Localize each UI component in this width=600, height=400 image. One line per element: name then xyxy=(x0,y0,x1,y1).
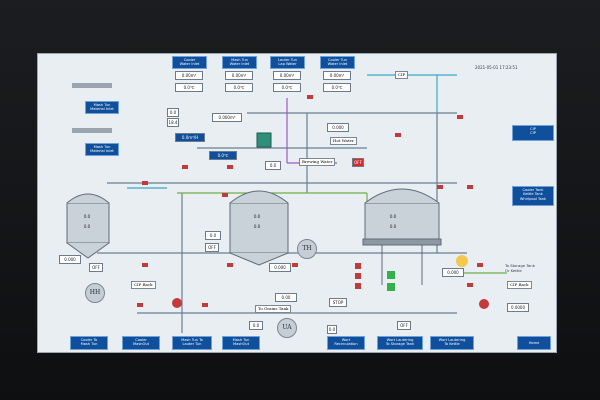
mash-tun-mashout-button[interactable]: Mash Tun MashOut xyxy=(222,336,260,350)
brewing-water-label: Brewing Water xyxy=(299,158,336,166)
storage-text: To Storage Tank Or Kettle xyxy=(505,263,535,273)
cooler-tun-water-temp: 0.0℃ xyxy=(323,83,351,92)
hot-water-label: Hot Water xyxy=(330,137,357,145)
pumps xyxy=(172,298,489,309)
timestamp: 2021-05-01 17:23:51 xyxy=(475,65,518,70)
hh-indicator: HH xyxy=(85,283,105,303)
lauter-tank-v1: 0.0 xyxy=(253,214,261,219)
process-diagram xyxy=(66,74,507,333)
kettle-tank-level: 0.000 xyxy=(442,268,464,277)
bottom-value-2: 0.0 xyxy=(327,325,337,334)
wort-recirculation-button[interactable]: Wort Recirculation xyxy=(327,336,365,350)
bottom-value-1: 0.0 xyxy=(249,321,263,330)
mash-tank-v2: 0.0 xyxy=(83,224,91,229)
cooler-mashout-button[interactable]: Cooler MashOut xyxy=(122,336,160,350)
status-lights xyxy=(355,255,468,291)
cooler-water-inlet-button[interactable]: Cooler Water Inlet xyxy=(172,56,207,69)
mash-tun-to-lauter-tun-button[interactable]: Mash Tun To Lauter Tun xyxy=(172,336,212,350)
to-grains-tank-label: To Grains Tank xyxy=(255,305,292,313)
material-inlet-1-button[interactable]: Mash Tun Material Inlet xyxy=(85,101,119,114)
mash-tank-level: 0.000 xyxy=(59,255,81,264)
lauter-tank-v2: 0.0 xyxy=(253,224,261,229)
flow-rate: 0.0m³/H xyxy=(175,133,205,142)
th-indicator: TH xyxy=(297,239,317,259)
lauter-tank-v3: 0.0 xyxy=(205,231,221,240)
kettle-tank-v2: 0.0 xyxy=(389,224,397,229)
mash-water-volume: 0.00m³ xyxy=(225,71,253,80)
home-button[interactable]: Home xyxy=(517,336,551,350)
cip-back-right-label: CIP Back xyxy=(507,281,532,289)
lauter-tun-lap-water-button[interactable]: Lauter Tun Lap Water xyxy=(270,56,305,69)
stop-button[interactable]: STOP xyxy=(329,298,347,307)
mash-tank-status[interactable]: OFF xyxy=(89,263,103,272)
grain-value: 0.00 xyxy=(275,293,297,302)
cooler-to-mash-tun-button[interactable]: Cooler To Mash Tun xyxy=(70,336,108,350)
lauter-tun-tank xyxy=(229,190,289,266)
kettle-tank xyxy=(362,188,442,285)
material-inlet-pipes xyxy=(72,83,112,133)
cooler-water-temp: 0.0℃ xyxy=(175,83,203,92)
mash-tun-water-inlet-button[interactable]: Mash Tun Water Inlet xyxy=(222,56,257,69)
hmi-screen: Cooler Water Inlet Mash Tun Water Inlet … xyxy=(37,53,557,353)
lauter-tank-level: 0.000 xyxy=(269,263,291,272)
cooler-tun-water-volume: 0.00m³ xyxy=(323,71,351,80)
valves xyxy=(137,95,483,307)
lauter-tank-status[interactable]: OFF xyxy=(205,243,219,252)
flow-total: 0.000m³ xyxy=(212,113,242,122)
brewing-water-value: 0.0 xyxy=(265,161,281,170)
material-inlet-2-button[interactable]: Mash Tun Material Inlet xyxy=(85,143,119,156)
cooler-water-volume: 0.00m³ xyxy=(175,71,203,80)
mash-tun-tank xyxy=(66,193,110,259)
hot-water-value: 0.000 xyxy=(327,123,349,132)
wort-lautering-kettle-button[interactable]: Wort Lautering To Kettle xyxy=(430,336,474,350)
kettle-tank-status[interactable]: OFF xyxy=(397,321,411,330)
ua-indicator: UA xyxy=(277,318,297,338)
lauter-water-volume: 0.00m³ xyxy=(273,71,301,80)
cooler-tun-water-inlet-button[interactable]: Cooler Tun Water Inlet xyxy=(320,56,355,69)
wort-lautering-storage-button[interactable]: Wort Lautering To Storage Tank xyxy=(377,336,423,350)
cooler-kettle-whirlpool-button[interactable]: Cooler Tank Kettle Tank Whirlpool Tank xyxy=(512,186,554,206)
lauter-water-temp: 0.0℃ xyxy=(273,83,301,92)
heat-exchanger xyxy=(256,132,272,148)
mash-small-1: 0.0 xyxy=(167,108,179,117)
right-value: 0.0000 xyxy=(507,303,529,312)
cip-top-label: CIP xyxy=(395,71,409,79)
cip-back-label: CIP Back xyxy=(131,281,156,289)
mash-small-4: 18.4 xyxy=(167,118,179,127)
kettle-tank-v1: 0.0 xyxy=(389,214,397,219)
mash-tank-v1: 0.0 xyxy=(83,214,91,219)
mash-water-temp: 0.0℃ xyxy=(225,83,253,92)
brewing-water-status[interactable]: OFF xyxy=(352,158,364,167)
flow-temp: 0.0℃ xyxy=(209,151,237,160)
cip-button[interactable]: CIP CIP xyxy=(512,125,554,141)
